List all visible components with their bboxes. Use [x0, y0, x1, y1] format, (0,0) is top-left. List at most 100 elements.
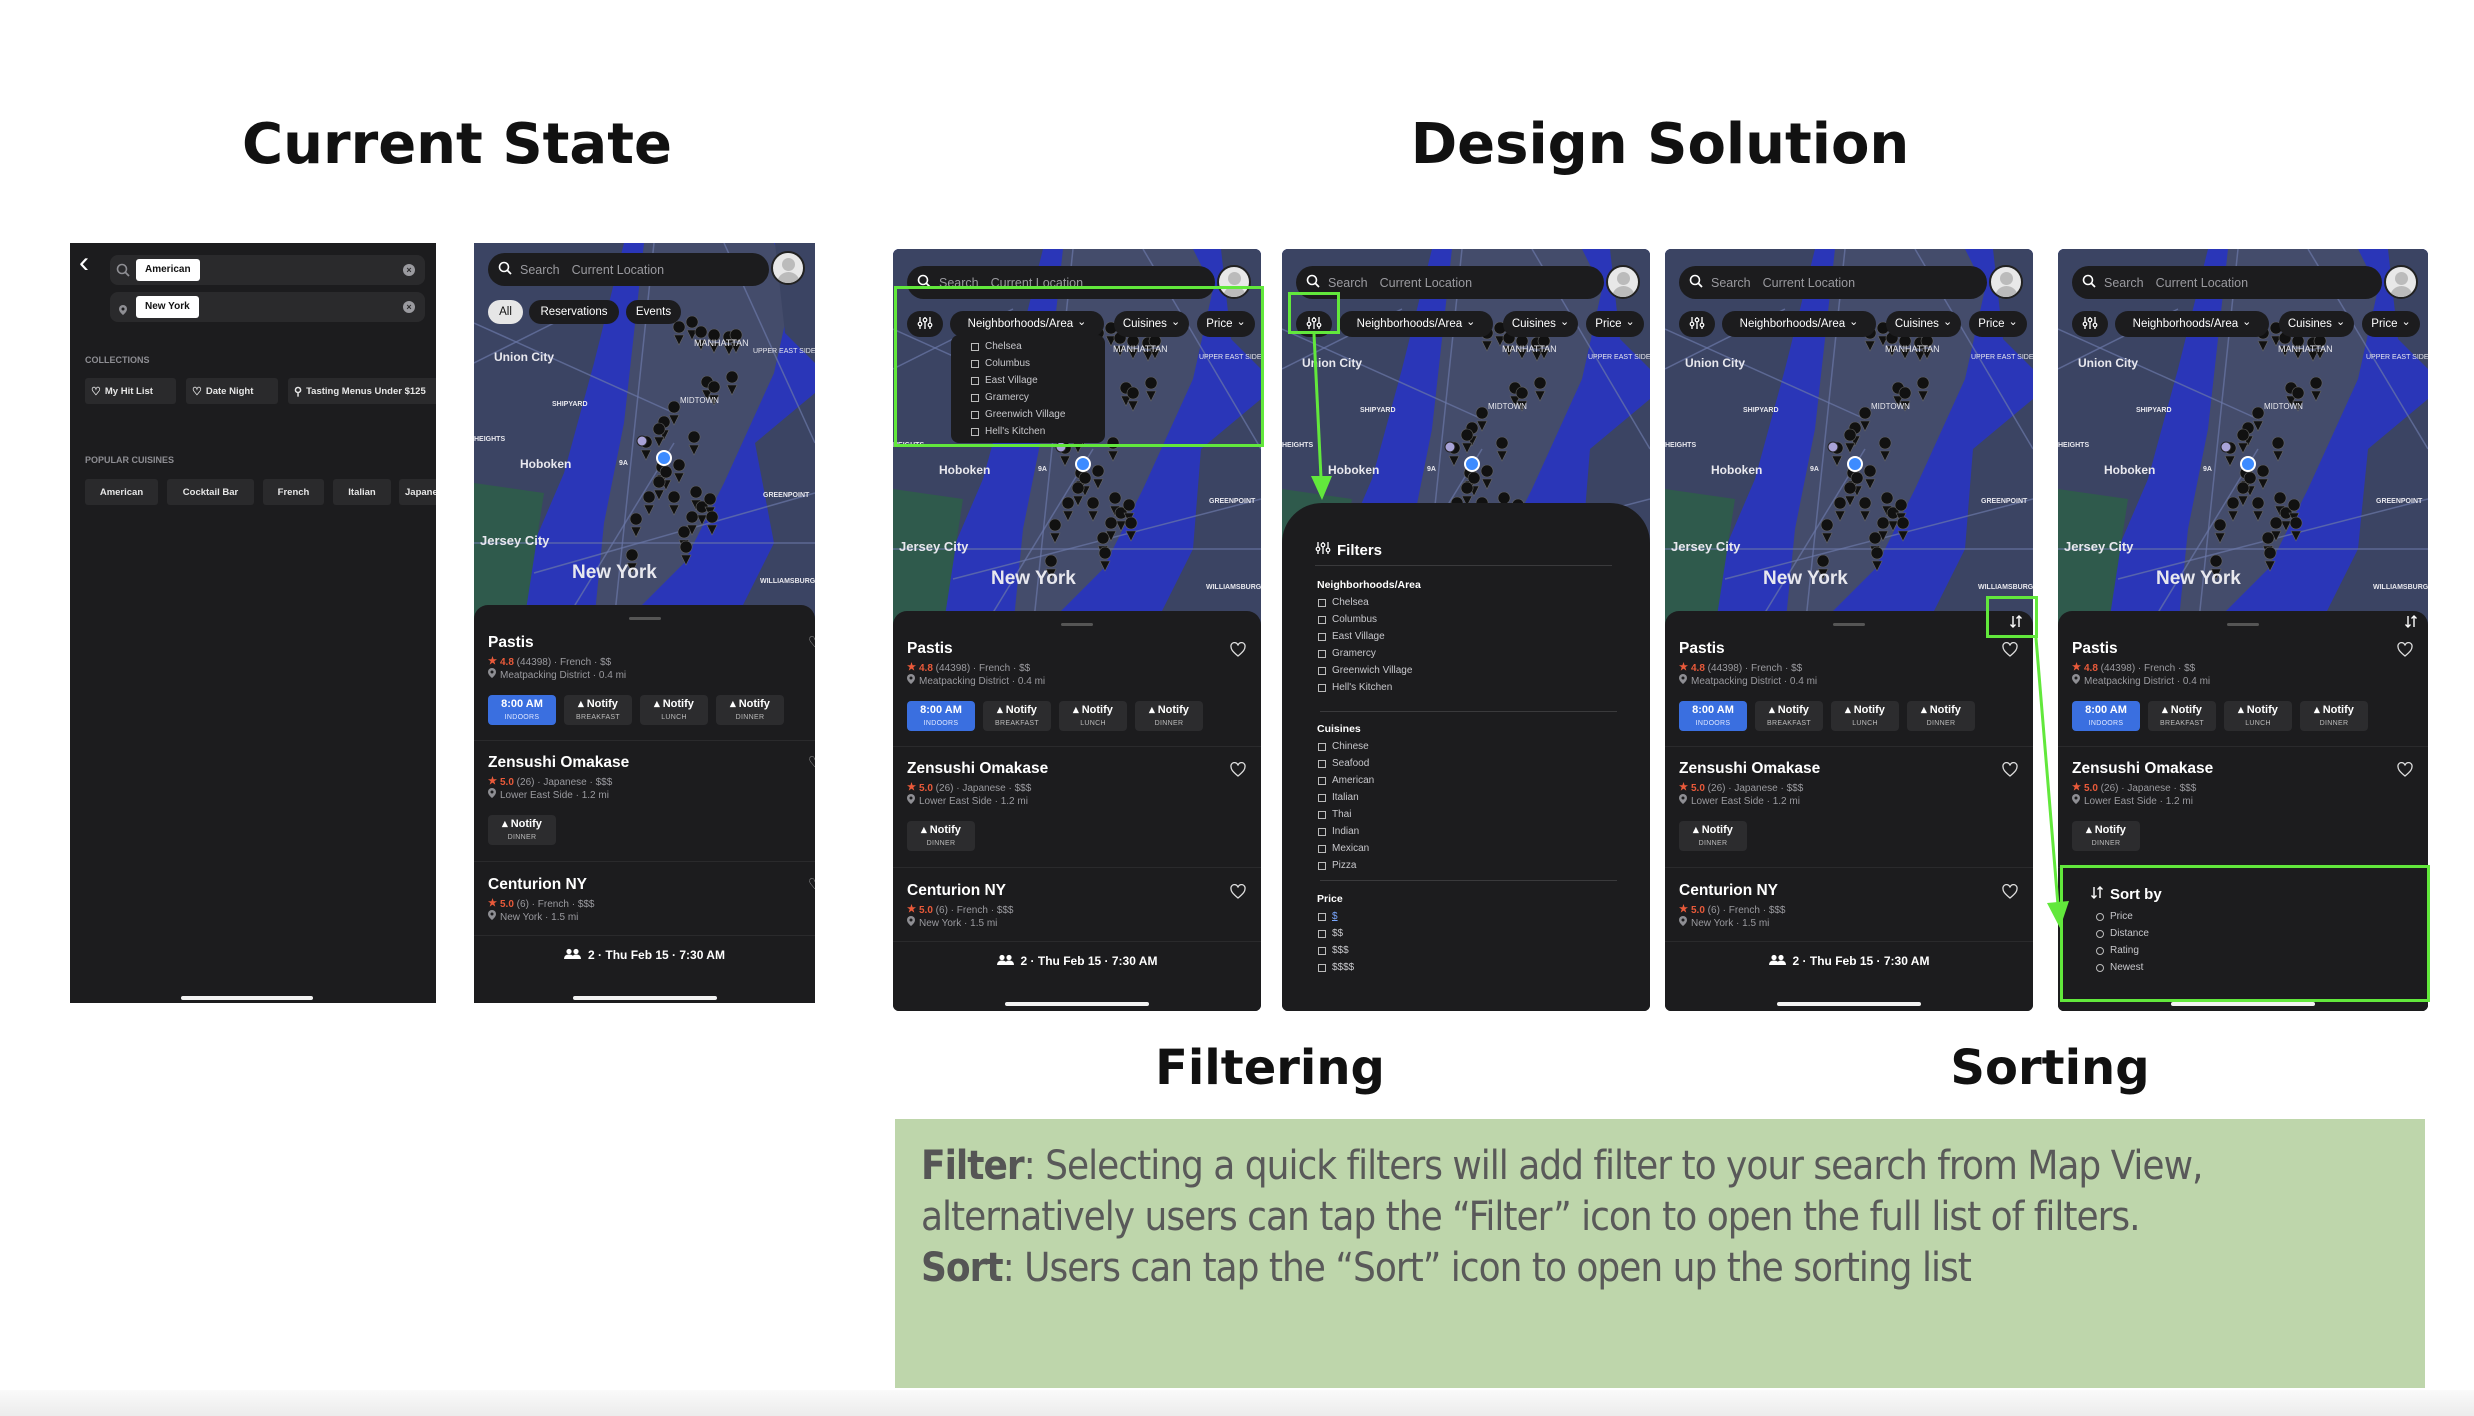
- checkbox[interactable]: [1318, 632, 1326, 641]
- radio-button[interactable]: [2096, 946, 2104, 955]
- checkbox[interactable]: [971, 427, 979, 436]
- checkbox[interactable]: [1318, 844, 1326, 853]
- price-option[interactable]: $: [1318, 911, 1338, 922]
- checkbox[interactable]: [1318, 793, 1326, 802]
- quick-filter-price[interactable]: Price⌄: [2362, 311, 2420, 337]
- neighborhood-option[interactable]: Hell's Kitchen: [1318, 682, 1392, 693]
- sort-option[interactable]: Distance: [2096, 928, 2149, 939]
- neighborhood-option[interactable]: East Village: [1318, 631, 1385, 642]
- checkbox[interactable]: [1318, 666, 1326, 675]
- restaurant-name[interactable]: Zensushi Omakase: [907, 760, 1049, 777]
- checkbox[interactable]: [1318, 861, 1326, 870]
- sort-icon[interactable]: [2009, 615, 2023, 633]
- profile-avatar[interactable]: [1989, 265, 2023, 299]
- quick-filter-cuisines[interactable]: Cuisines⌄: [1114, 311, 1189, 337]
- quick-filter-neighborhoods-area[interactable]: Neighborhoods/Area⌄: [2115, 311, 2269, 337]
- checkbox[interactable]: [1318, 742, 1326, 751]
- cuisine-option[interactable]: Mexican: [1318, 843, 1369, 854]
- favorite-heart-icon[interactable]: [2002, 884, 2018, 904]
- location-search-field[interactable]: New York×: [110, 292, 425, 322]
- checkbox[interactable]: [1318, 615, 1326, 624]
- radio-button[interactable]: [2096, 929, 2104, 938]
- clear-query-icon[interactable]: ×: [403, 264, 415, 276]
- favorite-heart-icon[interactable]: [1230, 884, 1246, 904]
- favorite-heart-icon-clipped[interactable]: ♡: [808, 876, 815, 893]
- cuisine-option[interactable]: Chinese: [1318, 741, 1369, 752]
- restaurant-name[interactable]: Pastis: [907, 640, 953, 657]
- quick-filter-cuisines[interactable]: Cuisines⌄: [1886, 311, 1961, 337]
- quick-filter-cuisines[interactable]: Cuisines⌄: [2279, 311, 2354, 337]
- restaurant-name[interactable]: Centurion NY: [1679, 882, 1779, 899]
- checkbox[interactable]: [971, 376, 979, 385]
- radio-button[interactable]: [2096, 963, 2104, 972]
- checkbox[interactable]: [1318, 946, 1326, 955]
- favorite-heart-icon[interactable]: [2002, 642, 2018, 662]
- sort-icon[interactable]: [2404, 615, 2418, 633]
- restaurant-name[interactable]: Centurion NY: [488, 876, 588, 893]
- neighborhood-option[interactable]: Columbus: [1318, 614, 1377, 625]
- restaurant-name[interactable]: Zensushi Omakase: [2072, 760, 2214, 777]
- restaurant-name[interactable]: Zensushi Omakase: [1679, 760, 1821, 777]
- profile-avatar[interactable]: [1217, 265, 1251, 299]
- party-date-time-selector[interactable]: 2 · Thu Feb 15 · 7:30 AM: [1665, 954, 2033, 968]
- sheet-drag-handle[interactable]: [1833, 623, 1865, 626]
- sheet-drag-handle[interactable]: [628, 617, 661, 620]
- cuisine-option[interactable]: Seafood: [1318, 758, 1369, 769]
- cuisine-option[interactable]: Thai: [1318, 809, 1351, 820]
- favorite-heart-icon[interactable]: [2397, 762, 2413, 782]
- quick-filter-events[interactable]: Events: [626, 300, 681, 324]
- checkbox[interactable]: [1318, 827, 1326, 836]
- neighborhood-option[interactable]: Chelsea: [971, 341, 1022, 352]
- location-chip[interactable]: New York: [136, 296, 199, 318]
- price-option[interactable]: $$$$: [1318, 962, 1354, 973]
- restaurant-name[interactable]: Pastis: [488, 634, 534, 651]
- neighborhood-option[interactable]: Gramercy: [971, 392, 1029, 403]
- checkbox[interactable]: [1318, 776, 1326, 785]
- quick-filter-price[interactable]: Price⌄: [1969, 311, 2027, 337]
- quick-filter-neighborhoods-area[interactable]: Neighborhoods/Area⌄: [1339, 311, 1493, 337]
- sort-option[interactable]: Newest: [2096, 962, 2143, 973]
- checkbox[interactable]: [1318, 912, 1326, 921]
- cuisine-search-field[interactable]: American×: [110, 255, 425, 285]
- restaurant-name[interactable]: Pastis: [2072, 640, 2118, 657]
- neighborhood-option[interactable]: Greenwich Village: [971, 409, 1065, 420]
- sort-option[interactable]: Price: [2096, 911, 2133, 922]
- sheet-drag-handle[interactable]: [2227, 623, 2259, 626]
- profile-avatar[interactable]: [2384, 265, 2418, 299]
- filter-button[interactable]: [1679, 311, 1715, 337]
- favorite-heart-icon[interactable]: [2002, 762, 2018, 782]
- collection-chip[interactable]: ♡Date Night: [186, 378, 278, 404]
- price-option[interactable]: $$$: [1318, 945, 1349, 956]
- profile-avatar[interactable]: [771, 251, 805, 285]
- restaurant-name[interactable]: Centurion NY: [907, 882, 1007, 899]
- cuisine-option[interactable]: American: [1318, 775, 1374, 786]
- checkbox[interactable]: [971, 342, 979, 351]
- checkbox[interactable]: [971, 393, 979, 402]
- filter-button[interactable]: [907, 311, 943, 337]
- neighborhood-option[interactable]: Gramercy: [1318, 648, 1376, 659]
- checkbox[interactable]: [971, 359, 979, 368]
- checkbox[interactable]: [971, 410, 979, 419]
- quick-filter-neighborhoods-area[interactable]: Neighborhoods/Area⌄: [1722, 311, 1876, 337]
- collection-chip[interactable]: ⚲Tasting Menus Under $125: [288, 378, 436, 404]
- sort-option[interactable]: Rating: [2096, 945, 2139, 956]
- sheet-drag-handle[interactable]: [1061, 623, 1093, 626]
- cuisine-chip[interactable]: American: [85, 479, 158, 505]
- cuisine-chip[interactable]: Italian: [333, 479, 391, 505]
- checkbox[interactable]: [1318, 810, 1326, 819]
